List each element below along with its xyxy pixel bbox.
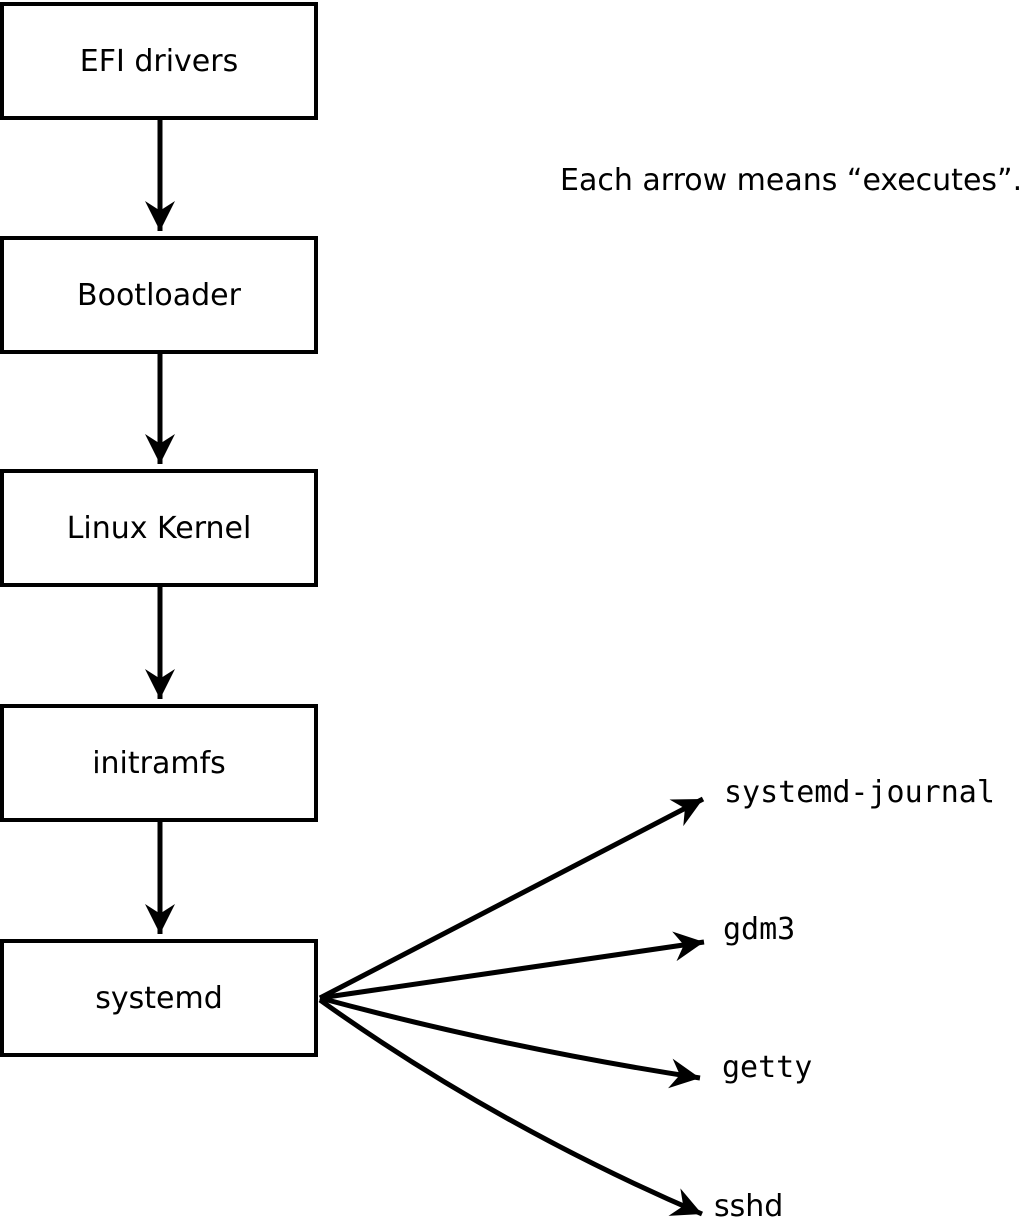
- node-linux-kernel-label: Linux Kernel: [66, 510, 252, 546]
- label-gdm3: gdm3: [723, 912, 796, 947]
- node-systemd-label: systemd: [95, 980, 223, 1016]
- arrow-systemd-to-getty: [319, 995, 701, 1089]
- node-systemd: systemd: [0, 939, 318, 1057]
- node-bootloader-label: Bootloader: [77, 277, 241, 313]
- label-getty: getty: [722, 1050, 813, 1085]
- node-linux-kernel: Linux Kernel: [0, 469, 318, 587]
- node-efi-drivers: EFI drivers: [0, 2, 318, 120]
- label-systemd-journal: systemd-journal: [724, 775, 995, 810]
- label-sshd: sshd: [714, 1189, 784, 1224]
- node-initramfs: initramfs: [0, 704, 318, 822]
- note-arrow-meaning: Each arrow means “executes”.: [560, 163, 1023, 198]
- arrow-systemd-to-gdm3: [319, 931, 705, 1001]
- arrow-systemd-to-journal: [318, 796, 705, 1001]
- node-initramfs-label: initramfs: [92, 745, 226, 781]
- node-bootloader: Bootloader: [0, 236, 318, 354]
- arrow-systemd-to-sshd: [318, 997, 703, 1217]
- node-efi-drivers-label: EFI drivers: [79, 43, 239, 79]
